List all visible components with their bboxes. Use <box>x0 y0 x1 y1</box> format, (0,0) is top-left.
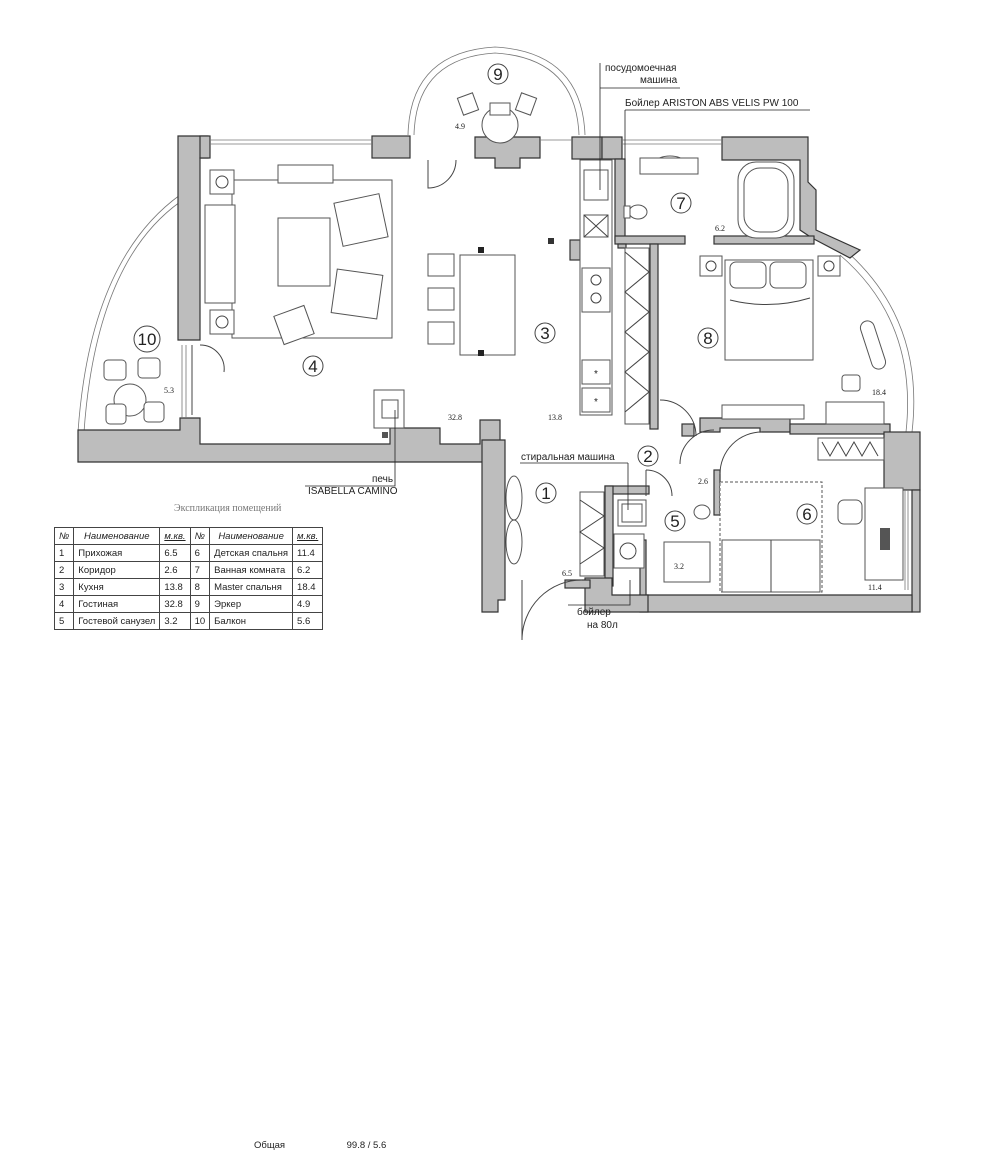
legend-cell-no: 10 <box>189 612 211 630</box>
area-master: 18.4 <box>872 388 886 397</box>
room-number-8: 8 <box>703 329 712 348</box>
legend-cell-name: Кухня <box>73 578 161 596</box>
room-number-1: 1 <box>541 484 550 503</box>
master-curved-window <box>844 249 915 433</box>
legend-cell-name: Master спальня <box>209 578 294 596</box>
legend-cell-area: 18.4 <box>292 578 324 596</box>
balcony-outline <box>77 194 181 433</box>
annotations: посудомоечная машина Бойлер ARISTON ABS … <box>305 63 810 631</box>
boiler-ariston-label: Бойлер ARISTON ABS VELIS PW 100 <box>625 98 799 109</box>
bay-furniture <box>456 92 538 144</box>
legend-cell-name: Ванная комната <box>209 561 294 579</box>
legend-cell-area: 6.5 <box>159 544 191 562</box>
area-bath: 6.2 <box>715 224 725 233</box>
svg-text:*: * <box>594 369 598 380</box>
legend-total: Общая 99.8 / 5.6 <box>254 1140 386 1151</box>
legend-header-area-2: м.кв. <box>292 527 324 545</box>
legend-cell-no: 3 <box>53 578 75 596</box>
legend-cell-area: 6.2 <box>292 561 324 579</box>
legend-cell-name: Эркер <box>209 595 294 613</box>
boiler-80-label-line2: на 80л <box>587 620 618 631</box>
legend-cell-area: 5.6 <box>292 612 324 630</box>
legend-header-name-2: Наименование <box>209 527 294 545</box>
area-corridor: 2.6 <box>698 477 708 486</box>
stove-label-line1: печь <box>372 474 393 485</box>
dishwasher-label-line2: машина <box>640 75 678 86</box>
legend-cell-area: 3.2 <box>159 612 191 630</box>
legend-cell-area: 2.6 <box>159 561 191 579</box>
table-row: 5 Гостевой санузел 3.2 10 Балкон 5.6 <box>53 612 324 630</box>
floor-plan: * * <box>77 46 921 641</box>
legend-cell-no: 5 <box>53 612 75 630</box>
windows <box>181 139 909 590</box>
table-row: 1 Прихожая 6.5 6 Детская спальня 11.4 <box>53 544 324 562</box>
legend-cell-no: 9 <box>189 595 211 613</box>
area-bay: 4.9 <box>455 122 465 131</box>
legend-header-no: № <box>53 527 75 545</box>
table-row: 2 Коридор 2.6 7 Ванная комната 6.2 <box>53 561 324 579</box>
room-number-10: 10 <box>138 330 157 349</box>
legend-cell-no: 7 <box>189 561 211 579</box>
kids-room-furniture <box>719 431 904 593</box>
room-numbers: 1 2 3 4 5 6 7 8 9 10 <box>133 63 818 532</box>
legend-cell-name: Балкон <box>209 612 294 630</box>
legend-cell-name: Прихожая <box>73 544 161 562</box>
kitchen-furniture: * * <box>548 159 650 425</box>
legend-cell-no: 8 <box>189 578 211 596</box>
balcony-furniture <box>103 357 165 425</box>
legend-header-area: м.кв. <box>159 527 191 545</box>
room-number-3: 3 <box>540 324 549 343</box>
dishwasher-label-line1: посудомоечная <box>605 63 676 74</box>
boiler-80-label-line1: бойлер <box>577 606 611 618</box>
legend-header-no-2: № <box>189 527 211 545</box>
table-row: 4 Гостиная 32.8 9 Эркер 4.9 <box>53 595 324 613</box>
legend-cell-no: 4 <box>53 595 75 613</box>
area-labels: 4.9 5.3 32.8 13.8 6.2 18.4 2.6 6.5 3.2 1… <box>164 122 886 592</box>
legend-total-value: 99.8 / 5.6 <box>346 1140 387 1151</box>
legend-cell-name: Гостевой санузел <box>73 612 161 630</box>
legend-cell-area: 32.8 <box>159 595 191 613</box>
legend-total-label: Общая <box>254 1140 286 1151</box>
legend-cell-area: 13.8 <box>159 578 191 596</box>
area-balcony: 5.3 <box>164 386 174 395</box>
legend-table: № Наименование м.кв. № Наименование м.кв… <box>53 527 324 630</box>
room-number-6: 6 <box>802 505 811 524</box>
bathroom-furniture <box>623 155 795 239</box>
legend-cell-no: 2 <box>53 561 75 579</box>
area-hall: 6.5 <box>562 569 572 578</box>
room-number-4: 4 <box>308 357 317 376</box>
washing-machine-label: стиральная машина <box>521 452 615 463</box>
area-kids: 11.4 <box>868 583 882 592</box>
room-number-7: 7 <box>676 194 685 213</box>
legend-cell-no: 6 <box>189 544 211 562</box>
svg-text:*: * <box>594 397 598 408</box>
legend-header-row: № Наименование м.кв. № Наименование м.кв… <box>53 527 324 545</box>
room-number-9: 9 <box>493 65 502 84</box>
room-number-2: 2 <box>643 447 652 466</box>
legend-cell-area: 4.9 <box>292 595 324 613</box>
legend-cell-area: 11.4 <box>292 544 324 562</box>
living-room-furniture <box>191 159 516 438</box>
area-living: 32.8 <box>448 413 462 422</box>
legend-header-name: Наименование <box>73 527 161 545</box>
stove-label-line2: ISABELLA CAMINO <box>308 486 398 497</box>
legend-cell-name: Коридор <box>73 561 161 579</box>
hall-furniture <box>505 429 715 641</box>
walls <box>77 135 921 613</box>
bay-window-outline <box>407 46 586 136</box>
master-bedroom-furniture <box>659 255 887 437</box>
table-row: 3 Кухня 13.8 8 Master спальня 18.4 <box>53 578 324 596</box>
legend-cell-name: Детская спальня <box>209 544 294 562</box>
area-guest-wc: 3.2 <box>674 562 684 571</box>
room-number-5: 5 <box>670 512 679 531</box>
legend-caption: Экспликация помещений <box>174 503 282 514</box>
legend-cell-no: 1 <box>53 544 75 562</box>
area-kitchen: 13.8 <box>548 413 562 422</box>
legend-cell-name: Гостиная <box>73 595 161 613</box>
